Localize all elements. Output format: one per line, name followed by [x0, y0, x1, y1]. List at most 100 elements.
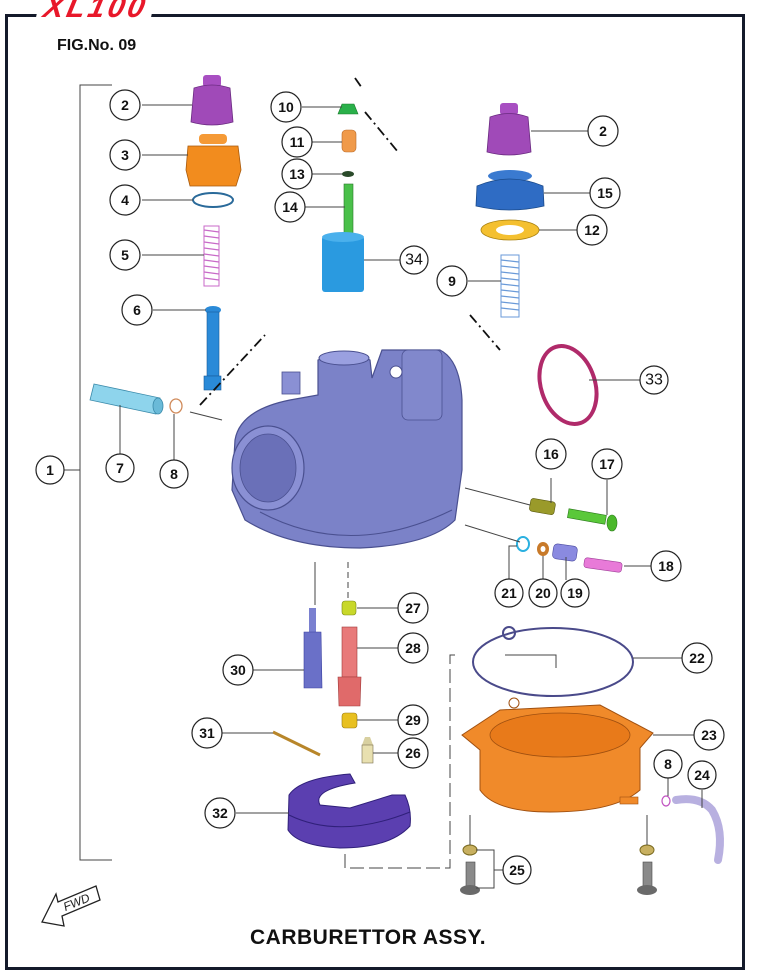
callout-9[interactable]: 9	[436, 265, 468, 297]
callout-8-right[interactable]: 8	[653, 749, 683, 779]
callout-1[interactable]: 1	[35, 455, 65, 485]
svg-text:8: 8	[170, 466, 178, 482]
callout-17[interactable]: 17	[591, 448, 623, 480]
svg-text:16: 16	[543, 446, 559, 462]
part-29-slow-jet[interactable]	[341, 712, 358, 729]
callout-22[interactable]: 22	[681, 642, 713, 674]
callout-30[interactable]: 30	[222, 654, 254, 686]
callout-2-right[interactable]: 2	[587, 115, 619, 147]
part-8-clip-right[interactable]	[661, 795, 671, 807]
svg-text:25: 25	[509, 862, 525, 878]
part-10-retainer[interactable]	[337, 103, 359, 115]
part-15-top-cap[interactable]	[475, 170, 545, 211]
part-3-hex-nut[interactable]	[185, 134, 242, 187]
part-13-clip[interactable]	[342, 171, 354, 177]
part-30-pilot-jet[interactable]	[303, 608, 323, 689]
callout-7[interactable]: 7	[105, 453, 135, 483]
part-32-float[interactable]	[287, 773, 411, 849]
svg-text:12: 12	[584, 222, 600, 238]
axis-line-16	[464, 487, 531, 506]
callout-27[interactable]: 27	[397, 592, 429, 624]
part-4-o-ring[interactable]	[192, 192, 234, 208]
part-11-spring[interactable]	[341, 129, 357, 153]
part-17-idle-screw[interactable]	[567, 508, 618, 532]
callout-15[interactable]: 15	[589, 177, 621, 209]
part-21-o-ring[interactable]	[516, 536, 530, 552]
part-33-o-ring[interactable]	[530, 339, 606, 432]
callout-28[interactable]: 28	[397, 632, 429, 664]
part-23-float-bowl[interactable]	[461, 697, 654, 813]
callout-19[interactable]: 19	[560, 578, 590, 608]
callout-3[interactable]: 3	[109, 139, 141, 171]
diagram-frame	[5, 14, 745, 970]
part-24-drain-hose[interactable]	[672, 795, 724, 864]
part-9-spring[interactable]	[500, 254, 520, 318]
callout-24[interactable]: 24	[687, 760, 717, 790]
callout-23[interactable]: 23	[693, 719, 725, 751]
forward-direction-indicator: FWD	[41, 885, 101, 927]
svg-text:1: 1	[46, 462, 54, 478]
part-7-tube[interactable]	[89, 383, 164, 415]
callout-8-left[interactable]: 8	[159, 459, 189, 489]
callout-33[interactable]: 33	[639, 365, 669, 395]
callout-4[interactable]: 4	[109, 184, 141, 216]
part-6-choke-plunger[interactable]	[203, 306, 222, 391]
part-18-mixture-screw[interactable]	[583, 557, 623, 573]
callout-16[interactable]: 16	[535, 438, 567, 470]
callout-2-left[interactable]: 2	[109, 89, 141, 121]
callout-34[interactable]: 34	[399, 245, 429, 275]
callout-18[interactable]: 18	[650, 550, 682, 582]
svg-text:19: 19	[567, 585, 583, 601]
callout-14[interactable]: 14	[274, 191, 306, 223]
part-2-cap-left[interactable]	[190, 75, 234, 126]
callout-26[interactable]: 26	[397, 737, 429, 769]
part-14-jet-needle[interactable]	[343, 183, 354, 235]
callout-32[interactable]: 32	[204, 797, 236, 829]
callout-10[interactable]: 10	[270, 91, 302, 123]
svg-text:10: 10	[278, 99, 294, 115]
part-25-screw-right[interactable]	[637, 844, 657, 895]
centerline-right	[469, 314, 501, 351]
part-8-clip-left[interactable]	[169, 398, 183, 414]
svg-text:17: 17	[599, 456, 615, 472]
callout-20[interactable]: 20	[528, 578, 558, 608]
axis-line-21	[464, 524, 521, 543]
svg-text:3: 3	[121, 147, 129, 163]
part-26-float-valve[interactable]	[361, 737, 374, 764]
svg-text:24: 24	[694, 767, 710, 783]
callout-6[interactable]: 6	[121, 294, 153, 326]
part-1-carburettor-body[interactable]	[231, 349, 463, 549]
callout-25[interactable]: 25	[502, 855, 532, 885]
part-19-spring[interactable]	[552, 543, 578, 562]
part-5-spring[interactable]	[203, 225, 220, 287]
callout-21[interactable]: 21	[494, 578, 524, 608]
callout-31[interactable]: 31	[191, 717, 223, 749]
part-22-gasket[interactable]	[472, 626, 634, 697]
svg-text:8: 8	[664, 756, 672, 772]
part-12-washer[interactable]	[480, 219, 540, 241]
part-27-main-jet[interactable]	[341, 600, 357, 616]
part-16-screw[interactable]	[529, 498, 556, 515]
svg-text:7: 7	[116, 460, 124, 476]
svg-text:2: 2	[121, 97, 129, 113]
callout-5[interactable]: 5	[109, 239, 141, 271]
part-28-needle-jet[interactable]	[337, 626, 362, 707]
svg-text:23: 23	[701, 727, 717, 743]
part-34-throttle-slide[interactable]	[322, 232, 364, 292]
part-2-cap-right[interactable]	[486, 103, 532, 156]
part-20-washer[interactable]	[537, 542, 549, 556]
callout-11[interactable]: 11	[281, 126, 313, 158]
callout-29[interactable]: 29	[397, 704, 429, 736]
callout-13[interactable]: 13	[281, 158, 313, 190]
svg-text:26: 26	[405, 745, 421, 761]
svg-text:15: 15	[597, 185, 613, 201]
svg-text:6: 6	[133, 302, 141, 318]
dashed-bracket-bowl	[344, 654, 455, 869]
part-31-float-pin[interactable]	[272, 730, 321, 757]
callout-12[interactable]: 12	[576, 214, 608, 246]
svg-text:5: 5	[121, 247, 129, 263]
centerline-choke	[199, 334, 266, 406]
svg-text:9: 9	[448, 273, 456, 289]
svg-text:11: 11	[290, 134, 305, 150]
